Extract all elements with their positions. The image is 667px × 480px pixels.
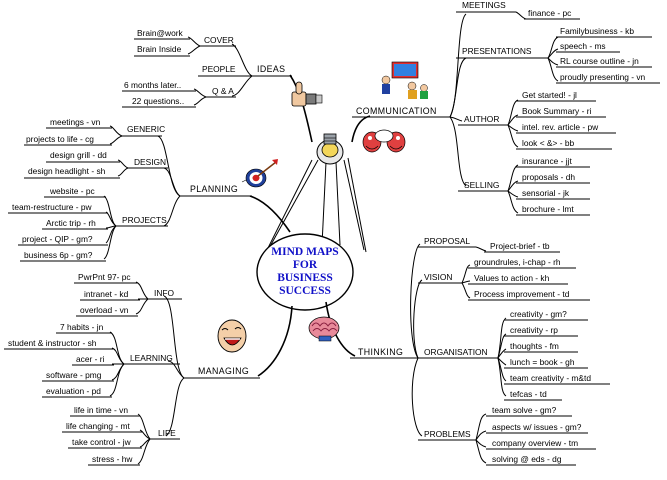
design-item: design grill - dd bbox=[50, 150, 107, 160]
presentations-group-label: PRESENTATIONS bbox=[462, 46, 532, 56]
projects-item: website - pc bbox=[49, 186, 95, 196]
problems-item: company overview - tm bbox=[492, 438, 578, 448]
organisation-item: creativity - rp bbox=[510, 325, 558, 335]
brain-icon bbox=[308, 316, 340, 342]
projects-item: project - QIP - gm? bbox=[22, 234, 93, 244]
central-topic-line-3: BUSINESS bbox=[277, 272, 333, 284]
info-item: intranet - kd bbox=[84, 289, 129, 299]
life-group-label: LIFE bbox=[158, 428, 176, 438]
generic-group-label: GENERIC bbox=[127, 124, 165, 134]
problems-group-label: PROBLEMS bbox=[424, 429, 471, 439]
problems-item: team solve - gm? bbox=[492, 405, 557, 415]
thumbs-up-icon bbox=[291, 81, 323, 107]
generic-item: meetings - vn bbox=[50, 117, 101, 127]
managing-hub-label: MANAGING bbox=[198, 366, 249, 376]
author-group-label: AUTHOR bbox=[464, 114, 499, 124]
branch-planning: PLANNING GENERIC meetings - vn projects … bbox=[8, 117, 278, 262]
qa-item: 6 months later.. bbox=[124, 80, 181, 90]
central-topic-line-4: SUCCESS bbox=[279, 285, 331, 297]
life-item: life changing - mt bbox=[66, 421, 130, 431]
selling-item: brochure - lmt bbox=[522, 204, 574, 214]
organisation-group-label: ORGANISATION bbox=[424, 347, 488, 357]
branch-thinking: THINKING PROPOSAL Project-brief - tb VIS… bbox=[308, 236, 610, 466]
selling-item: proposals - dh bbox=[522, 172, 575, 182]
laughing-face-icon bbox=[217, 319, 247, 353]
branch-communication: COMMUNICATION MEETINGS finance - pc PRES… bbox=[352, 0, 660, 216]
info-item: overload - vn bbox=[80, 305, 129, 315]
learning-item: acer - ri bbox=[76, 354, 105, 364]
organisation-item: team creativity - m&td bbox=[510, 373, 591, 383]
branch-ideas: IDEAS COVER Brain@work Brain Inside PEOP… bbox=[122, 28, 323, 108]
planning-hub-label: PLANNING bbox=[190, 184, 238, 194]
author-item: Book Summary - ri bbox=[522, 106, 591, 116]
author-item: Get started! - jl bbox=[522, 90, 577, 100]
branch-line-managing bbox=[257, 305, 293, 377]
organisation-item: lunch = book - gh bbox=[510, 357, 575, 367]
projects-item: Arctic trip - rh bbox=[46, 218, 96, 228]
people-group-label: PEOPLE bbox=[202, 64, 236, 74]
problems-item: aspects w/ issues - gm? bbox=[492, 422, 582, 432]
selling-group-label: SELLING bbox=[464, 180, 499, 190]
projects-group-label: PROJECTS bbox=[122, 215, 167, 225]
qa-item: 22 questions.. bbox=[132, 96, 184, 106]
organisation-item: thoughts - fm bbox=[510, 341, 559, 351]
cover-group-label: COVER bbox=[204, 35, 234, 45]
vision-group-label: VISION bbox=[424, 272, 452, 282]
lightbulb-icon bbox=[316, 133, 344, 165]
presentations-item: speech - ms bbox=[560, 41, 606, 51]
organisation-item: creativity - gm? bbox=[510, 309, 567, 319]
selling-item: insurance - jjt bbox=[522, 156, 572, 166]
design-item: design headlight - sh bbox=[28, 166, 106, 176]
proposal-item: Project-brief - tb bbox=[490, 241, 550, 251]
cover-item: Brain@work bbox=[137, 28, 184, 38]
life-item: take control - jw bbox=[72, 437, 132, 447]
problems-item: solving @ eds - dg bbox=[492, 454, 562, 464]
central-topic-line-2: FOR bbox=[293, 259, 318, 271]
learning-group-label: LEARNING bbox=[130, 353, 173, 363]
central-topic-line-1: MIND MAPS bbox=[271, 246, 338, 258]
presentations-item: proudly presenting - vn bbox=[560, 72, 646, 82]
projects-item: business 6p - gm? bbox=[24, 250, 93, 260]
life-item: stress - hw bbox=[92, 454, 133, 464]
branch-managing: MANAGING INFO PwrPnt 97- pc intranet - k… bbox=[4, 272, 260, 466]
learning-item: student & instructor - sh bbox=[8, 338, 97, 348]
info-item: PwrPnt 97- pc bbox=[78, 272, 131, 282]
design-group-label: DESIGN bbox=[134, 157, 166, 167]
selling-item: sensorial - jk bbox=[522, 188, 570, 198]
projects-item: team-restructure - pw bbox=[12, 202, 93, 212]
vision-item: Process improvement - td bbox=[474, 289, 570, 299]
thinking-hub-label: THINKING bbox=[358, 347, 403, 357]
talking-heads-icon bbox=[362, 129, 406, 153]
cover-item: Brain Inside bbox=[137, 44, 182, 54]
organisation-item: tefcas - td bbox=[510, 389, 547, 399]
life-item: life in time - vn bbox=[74, 405, 128, 415]
meetings-item: finance - pc bbox=[528, 8, 571, 18]
learning-item: 7 habits - jn bbox=[60, 322, 104, 332]
learning-item: evaluation - pd bbox=[46, 386, 101, 396]
qa-group-label: Q & A bbox=[212, 86, 234, 96]
presentation-meeting-icon bbox=[381, 61, 428, 99]
author-item: intel. rev. article - pw bbox=[522, 122, 599, 132]
vision-item: Values to action - kh bbox=[474, 273, 550, 283]
proposal-group-label: PROPOSAL bbox=[424, 236, 470, 246]
info-group-label: INFO bbox=[154, 288, 174, 298]
author-item: look < &> - bb bbox=[522, 138, 574, 148]
presentations-item: Familybusiness - kb bbox=[560, 26, 634, 36]
learning-item: software - pmg bbox=[46, 370, 102, 380]
vision-item: groundrules, i-chap - rh bbox=[474, 257, 561, 267]
branch-line-thinking bbox=[325, 301, 356, 357]
central-topic-bubble bbox=[256, 233, 354, 311]
branch-line-planning bbox=[249, 195, 291, 233]
presentations-item: RL course outline - jn bbox=[560, 56, 639, 66]
generic-item: projects to life - cg bbox=[26, 134, 94, 144]
target-with-dart-icon bbox=[241, 159, 278, 188]
communication-hub-label: COMMUNICATION bbox=[356, 106, 437, 116]
ideas-hub-label: IDEAS bbox=[257, 64, 285, 74]
meetings-group-label: MEETINGS bbox=[462, 0, 506, 10]
